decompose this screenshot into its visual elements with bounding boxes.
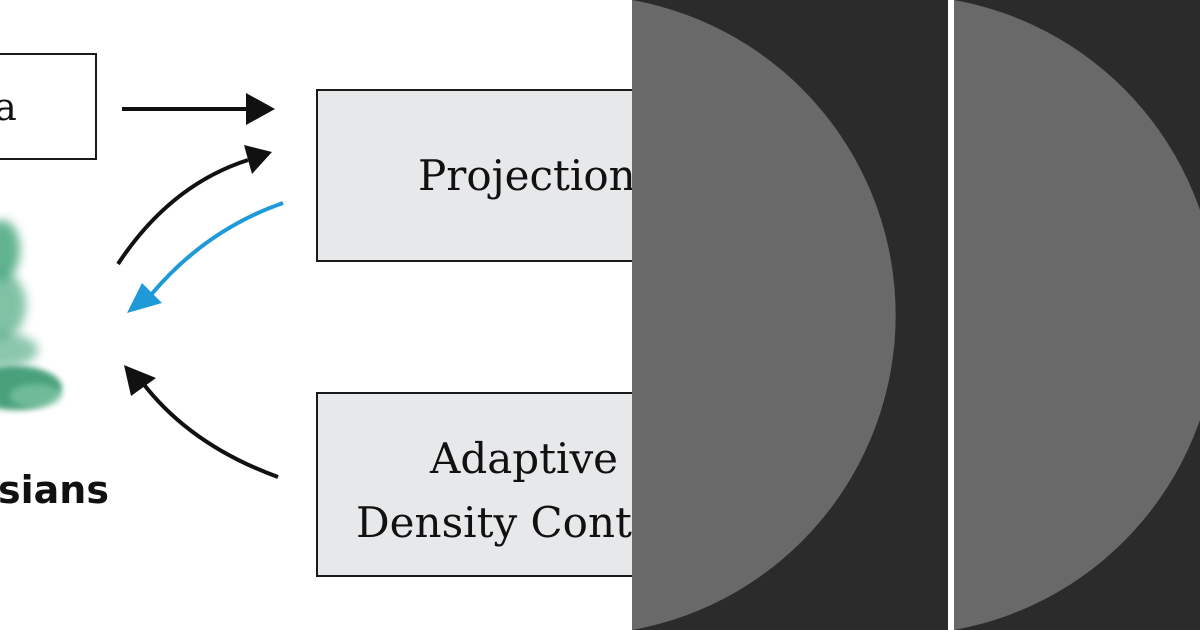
render-disc-right: [954, 0, 1200, 630]
render-panel-left: [632, 0, 948, 630]
pipeline-diagram: ra Projection Adaptive Density Cont sian…: [0, 53, 632, 577]
camera-box: ra: [0, 53, 97, 160]
arrow-camera-to-projection: [122, 93, 275, 125]
projection-box: Projection: [316, 89, 632, 262]
render-panels: [632, 0, 1200, 630]
gaussians-figure: [0, 220, 62, 410]
projection-label: Projection: [418, 151, 632, 200]
render-panel-right: [954, 0, 1200, 630]
gaussians-label: sians: [0, 468, 109, 512]
arrow-projection-to-gaussians-gradient: [127, 201, 284, 313]
arrows-layer: [116, 93, 284, 479]
render-disc-left: [632, 0, 896, 630]
adc-label-line1: Adaptive: [430, 434, 619, 483]
arrow-adc-to-gaussians: [124, 365, 279, 479]
panel-divider: [948, 0, 954, 630]
adaptive-density-control-box: Adaptive Density Cont: [316, 392, 632, 577]
arrow-gaussians-to-projection: [116, 145, 272, 266]
camera-label: ra: [0, 85, 17, 129]
adc-label-line2: Density Cont: [356, 498, 632, 547]
